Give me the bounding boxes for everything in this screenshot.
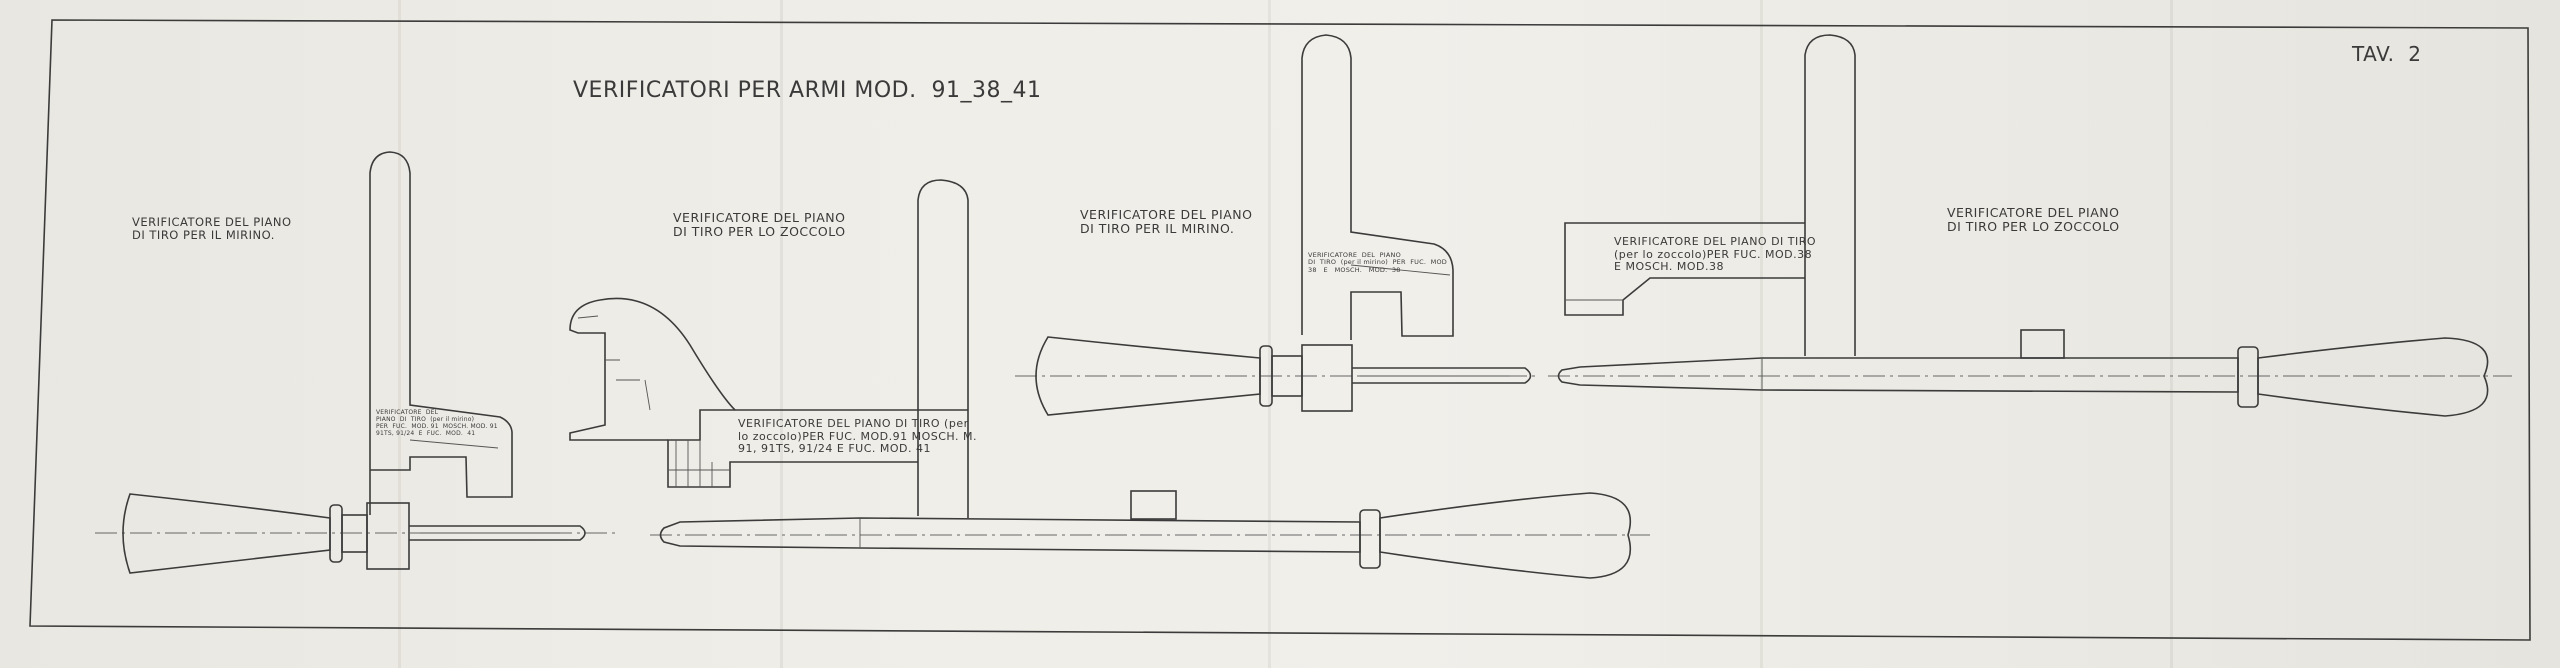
fold-crease [1268, 0, 1271, 668]
fold-crease [1760, 0, 1763, 668]
hook-detail [577, 315, 599, 319]
fold-crease [2170, 0, 2173, 668]
hub [341, 514, 368, 553]
gauge-4-zoccolo [1548, 34, 2512, 417]
hook-curve [599, 297, 736, 411]
border-frame [29, 19, 2531, 641]
collar [1359, 509, 1381, 569]
handle [2257, 337, 2489, 417]
fold-crease [398, 0, 401, 668]
cross-arm [667, 409, 968, 488]
drawing-title: VERIFICATORI PER ARMI MOD. 91_38_41 [573, 78, 1042, 103]
spacer-block [1130, 490, 1177, 520]
gauge-2-detail: VERIFICATORE DEL PIANO DI TIRO (per lo z… [738, 417, 977, 456]
engraving-line [409, 439, 499, 449]
gauge-arm [917, 179, 969, 518]
collar [2237, 346, 2259, 408]
gauge-2-zoccolo [569, 179, 1650, 579]
plate-number: TAV. 2 [2352, 42, 2422, 66]
spindle [409, 525, 586, 541]
collar [329, 504, 343, 563]
gauge-2-title: VERIFICATORE DEL PIANO DI TIRO PER LO ZO… [673, 210, 846, 240]
gauge-4-title: VERIFICATORE DEL PIANO DI TIRO PER LO ZO… [1947, 205, 2120, 235]
gauge-arm [1804, 34, 1856, 356]
cross-arm [1564, 222, 1805, 316]
gauge-arm [1301, 34, 1454, 340]
spacer-block [2020, 329, 2065, 359]
handle [122, 493, 331, 574]
block [1301, 344, 1353, 412]
gauge-1-title: VERIFICATORE DEL PIANO DI TIRO PER IL MI… [132, 215, 292, 243]
gauge-1-engraving: VERIFICATORE DEL PIANO DI TIRO (per il m… [376, 409, 498, 437]
gauge-3-engraving: VERIFICATORE DEL PIANO DI TIRO (per il m… [1308, 251, 1448, 274]
engraving-line [1350, 264, 1451, 276]
hatching [668, 440, 730, 487]
gauge-3-mirino [1015, 34, 1540, 416]
hook-profile [569, 299, 668, 441]
spindle [1352, 367, 1532, 384]
handle [1379, 492, 1632, 579]
gauge-3-title: VERIFICATORE DEL PIANO DI TIRO PER IL MI… [1080, 207, 1253, 237]
gauge-1-mirino [95, 151, 620, 574]
shaft [1557, 357, 2239, 393]
dimension-marks [604, 359, 651, 411]
gauge-arm [369, 151, 513, 515]
block [366, 502, 410, 570]
fold-crease [780, 0, 783, 668]
handle [1035, 336, 1261, 416]
gauge-4-detail: VERIFICATORE DEL PIANO DI TIRO (per lo z… [1614, 235, 1817, 274]
shaft [659, 517, 1361, 553]
